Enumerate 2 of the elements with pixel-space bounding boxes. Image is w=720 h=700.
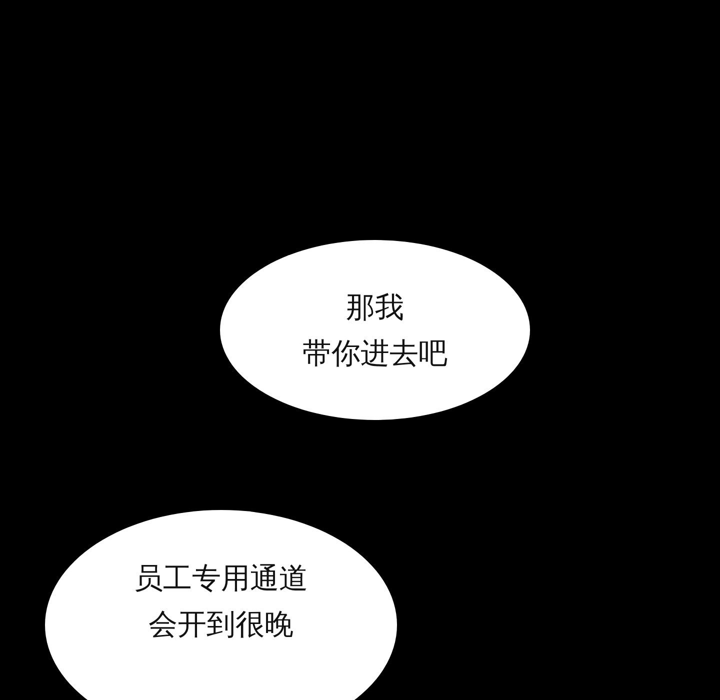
speech-text: 那我带你进去吧 <box>302 289 448 372</box>
speech-text: 员工专用通道会开到很晚 <box>134 560 308 643</box>
